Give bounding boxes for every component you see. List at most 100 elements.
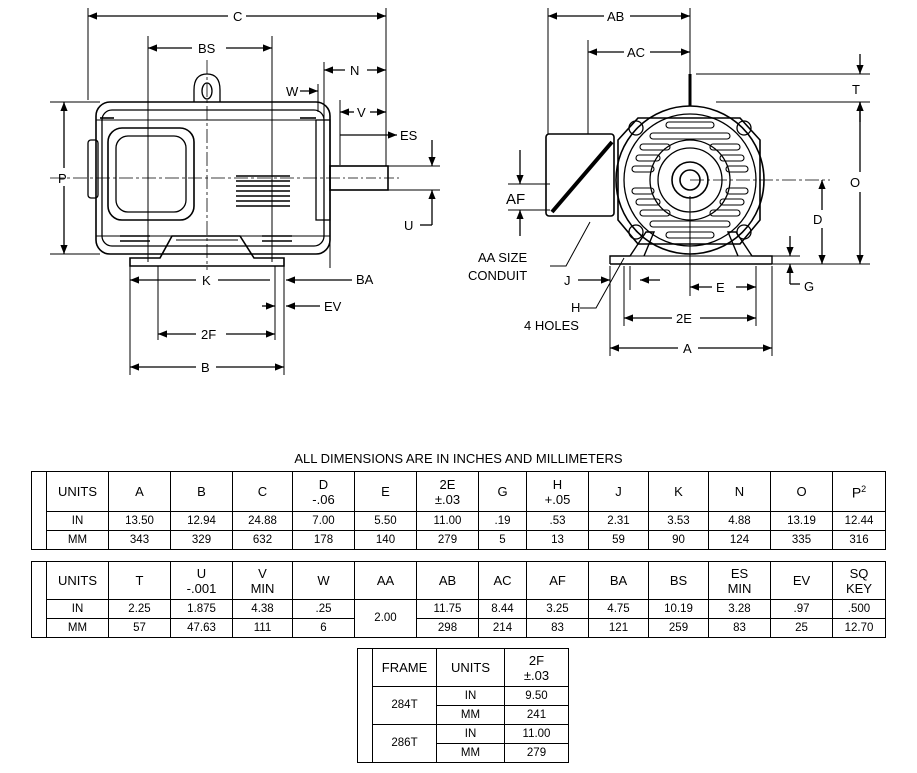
table-row: IN 13.50 12.94 24.88 7.00 5.50 11.00 .19… (32, 511, 886, 531)
header-ev: EV (770, 561, 833, 600)
header-j: J (588, 471, 649, 512)
cell: 8.44 (478, 599, 527, 619)
cell: 25 (770, 618, 833, 638)
cell: .97 (770, 599, 833, 619)
cell: 11.00 (504, 724, 569, 744)
table-row: IN 2.25 1.875 4.38 .25 2.00 11.75 8.44 3… (32, 599, 886, 638)
table-blank-cell (357, 648, 373, 763)
cell: 3.25 (526, 599, 589, 619)
cell: 4.88 (708, 511, 771, 531)
front-view (508, 8, 870, 356)
cell: 7.00 (292, 511, 355, 531)
cell: 11.00 (416, 511, 479, 531)
header-w: W (292, 561, 355, 600)
dim-label-g: G (804, 279, 814, 294)
table-row: 286T IN 11.00 (358, 724, 569, 763)
header-o: O (770, 471, 833, 512)
cell: 10.19 (648, 599, 709, 619)
header-g: G (478, 471, 527, 512)
frame-2f-table: FRAME UNITS 2F±.03 284T IN 9.50 MM 241 2… (357, 648, 569, 763)
frame-284t: 284T (372, 686, 437, 725)
dim-label-h: H (571, 300, 580, 315)
dim-label-bs: BS (198, 41, 216, 56)
header-af: AF (526, 561, 589, 600)
dim-label-ab: AB (607, 9, 624, 24)
side-view (50, 8, 440, 375)
header-ab: AB (416, 561, 479, 600)
dim-label-a: A (683, 341, 692, 356)
cell: 124 (708, 530, 771, 550)
header-e: E (354, 471, 417, 512)
header-a: A (108, 471, 171, 512)
cell: 5 (478, 530, 527, 550)
dim-label-w: W (286, 84, 299, 99)
cell: 632 (232, 530, 293, 550)
table-blank-cell (31, 471, 47, 550)
cell: 4.38 (232, 599, 293, 619)
cell: 279 (416, 530, 479, 550)
dim-label-e: E (716, 280, 725, 295)
row-unit: IN (46, 599, 109, 619)
dim-label-2e: 2E (676, 311, 692, 326)
table-row: MM 343 329 632 178 140 279 5 13 59 90 12… (32, 530, 886, 550)
dim-label-aa-size: AA SIZE (478, 250, 527, 265)
dim-label-c: C (233, 9, 242, 24)
table-row: MM 279 (358, 743, 569, 763)
dim-label-v: V (357, 105, 366, 120)
dim-label-d: D (813, 212, 822, 227)
cell: 279 (504, 743, 569, 763)
cell: 90 (648, 530, 709, 550)
table-blank-cell (31, 561, 47, 638)
dim-label-t: T (852, 82, 860, 97)
cell: 298 (416, 618, 479, 638)
table-row: 284T IN 9.50 (358, 686, 569, 725)
cell: 5.50 (354, 511, 417, 531)
cell: 12.70 (832, 618, 886, 638)
cell: 259 (648, 618, 709, 638)
cell: 329 (170, 530, 233, 550)
dim-label-ac: AC (627, 45, 645, 60)
dim-label-p: P (58, 171, 67, 186)
table-row: MM 241 (358, 705, 569, 725)
header-p: P2 (832, 471, 886, 512)
header-units: UNITS (436, 648, 505, 687)
dim-label-ba: BA (356, 272, 374, 287)
cell: 2.31 (588, 511, 649, 531)
cell: 111 (232, 618, 293, 638)
cell: 9.50 (504, 686, 569, 706)
cell: .500 (832, 599, 886, 619)
cell: 1.875 (170, 599, 233, 619)
cell: 335 (770, 530, 833, 550)
dim-label-o: O (850, 175, 860, 190)
dim-label-2f: 2F (201, 327, 216, 342)
dim-label-af: AF (506, 191, 525, 208)
row-unit: MM (436, 743, 505, 763)
cell: 47.63 (170, 618, 233, 638)
cell: 13.19 (770, 511, 833, 531)
cell: 121 (588, 618, 649, 638)
dim-label-ev: EV (324, 299, 342, 314)
dim-label-b: B (201, 360, 210, 375)
units-header: UNITS (46, 471, 109, 512)
dim-label-conduit: CONDUIT (468, 268, 527, 283)
dim-label-j: J (564, 273, 571, 288)
dim-label-4-holes: 4 HOLES (524, 318, 579, 333)
cell: 3.53 (648, 511, 709, 531)
header-aa: AA (354, 561, 417, 600)
header-d: D-.06 (292, 471, 355, 512)
row-unit: IN (436, 724, 505, 744)
row-unit: IN (46, 511, 109, 531)
cell: 6 (292, 618, 355, 638)
cell: .25 (292, 599, 355, 619)
cell: 24.88 (232, 511, 293, 531)
dim-label-n: N (350, 63, 359, 78)
dimensions-caption: ALL DIMENSIONS ARE IN INCHES AND MILLIME… (294, 451, 623, 466)
cell: 343 (108, 530, 171, 550)
cell: 12.94 (170, 511, 233, 531)
dim-label-u: U (404, 218, 413, 233)
header-n: N (708, 471, 771, 512)
header-b: B (170, 471, 233, 512)
header-frame: FRAME (372, 648, 437, 687)
dim-label-k: K (202, 273, 211, 288)
